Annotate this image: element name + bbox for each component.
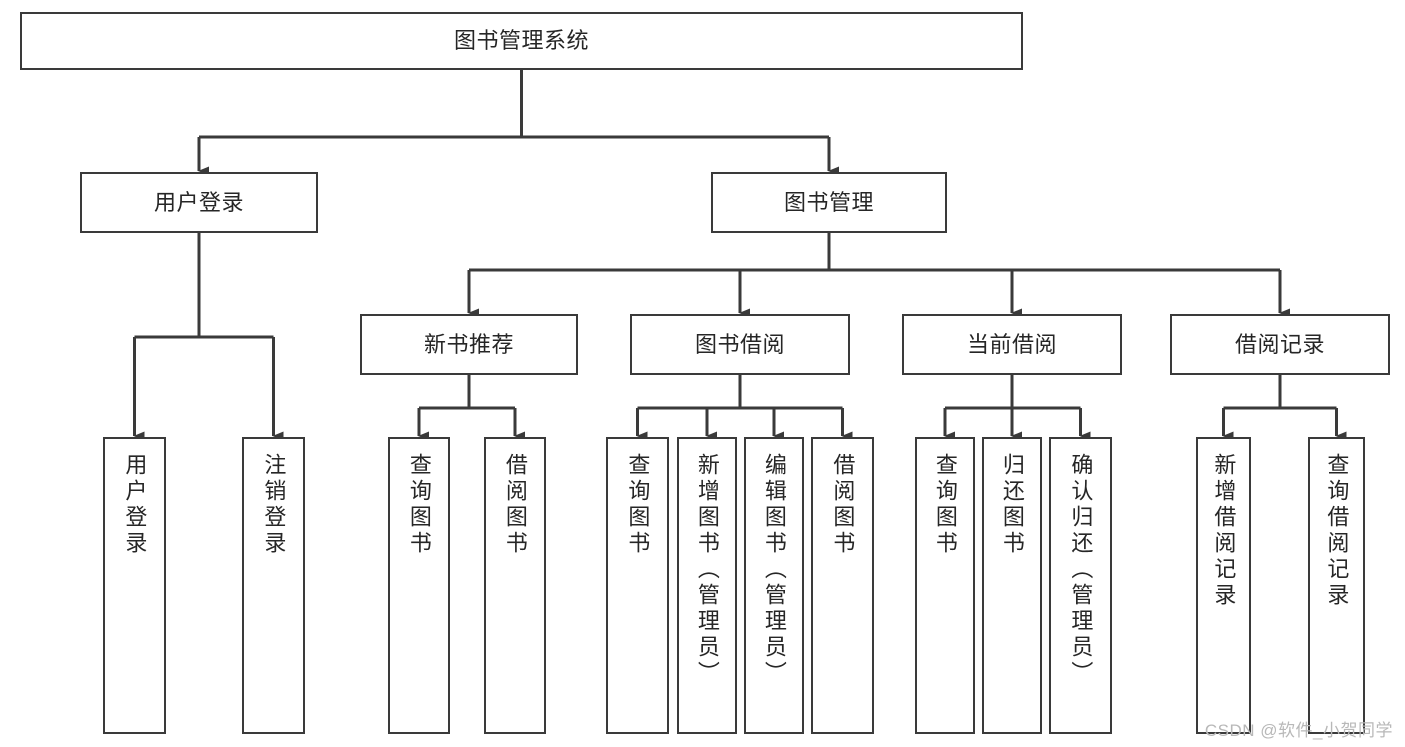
node-label: 编辑图书（管理员）	[761, 453, 787, 687]
node-borrow[interactable]: 图书借阅	[630, 314, 850, 375]
node-label: 新增图书（管理员）	[694, 453, 720, 687]
node-l_logout[interactable]: 注销登录	[242, 437, 305, 734]
node-label: 查询图书	[932, 453, 958, 557]
node-l_query3[interactable]: 查询图书	[915, 437, 975, 734]
node-l_confirm[interactable]: 确认归还（管理员）	[1049, 437, 1112, 734]
node-l_editbook[interactable]: 编辑图书（管理员）	[744, 437, 804, 734]
node-label: 图书借阅	[694, 331, 785, 357]
node-l_query2[interactable]: 查询图书	[606, 437, 669, 734]
node-label: 新书推荐	[423, 331, 514, 357]
node-label: 确认归还（管理员）	[1068, 453, 1094, 687]
node-l_borrow1[interactable]: 借阅图书	[484, 437, 546, 734]
node-login[interactable]: 用户登录	[80, 172, 318, 233]
node-label: 用户登录	[153, 189, 244, 215]
node-label: 用户登录	[122, 453, 148, 557]
node-label: 借阅图书	[502, 453, 528, 557]
node-l_addbook[interactable]: 新增图书（管理员）	[677, 437, 737, 734]
node-label: 注销登录	[261, 453, 287, 557]
node-records[interactable]: 借阅记录	[1170, 314, 1390, 375]
node-l_return[interactable]: 归还图书	[982, 437, 1042, 734]
node-current[interactable]: 当前借阅	[902, 314, 1122, 375]
node-root[interactable]: 图书管理系统	[20, 12, 1023, 70]
node-label: 新增借阅记录	[1211, 453, 1237, 609]
node-label: 查询图书	[625, 453, 651, 557]
connector-lines	[133, 70, 1347, 441]
node-l_addrec[interactable]: 新增借阅记录	[1196, 437, 1251, 734]
node-newbook[interactable]: 新书推荐	[360, 314, 578, 375]
node-label: 借阅图书	[830, 453, 856, 557]
node-l_query1[interactable]: 查询图书	[388, 437, 450, 734]
node-bookmgmt[interactable]: 图书管理	[711, 172, 947, 233]
node-label: 借阅记录	[1234, 331, 1325, 357]
node-label: 图书管理系统	[453, 28, 589, 54]
node-l_queryrec[interactable]: 查询借阅记录	[1308, 437, 1365, 734]
node-label: 归还图书	[999, 453, 1025, 557]
node-label: 查询图书	[406, 453, 432, 557]
node-label: 图书管理	[783, 189, 874, 215]
node-l_borrow2[interactable]: 借阅图书	[811, 437, 874, 734]
node-label: 查询借阅记录	[1324, 453, 1350, 609]
node-label: 当前借阅	[966, 331, 1057, 357]
node-l_login[interactable]: 用户登录	[103, 437, 166, 734]
